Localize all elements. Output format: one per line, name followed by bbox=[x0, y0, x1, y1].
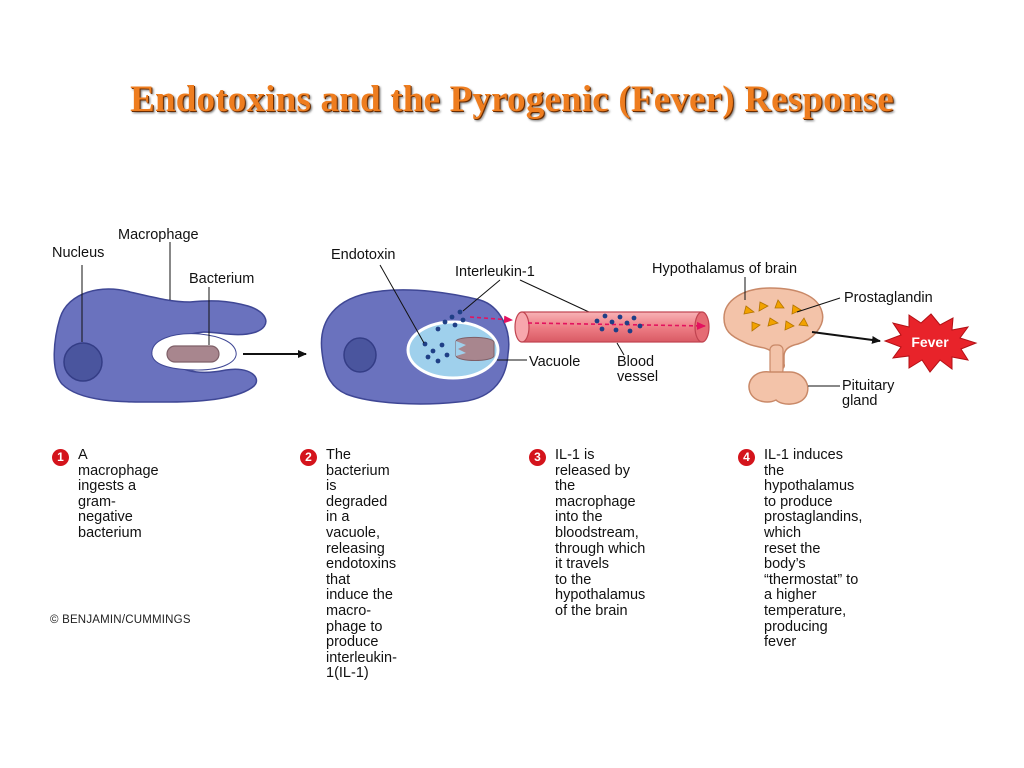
macrophage-cell-2 bbox=[320, 289, 510, 405]
degraded-bacterium bbox=[455, 336, 495, 361]
step-3-number: 3 bbox=[529, 449, 546, 466]
step-1-text: A macrophage ingests a gram-negative bac… bbox=[78, 447, 159, 541]
step-2-number: 2 bbox=[300, 449, 317, 466]
pituitary-label-1: Pituitary bbox=[842, 378, 895, 394]
blood-vessel-label-2: vessel bbox=[617, 369, 658, 385]
vacuole-label: Vacuole bbox=[529, 354, 580, 370]
interleukin-dots-blood bbox=[594, 313, 643, 334]
prostaglandin-label: Prostaglandin bbox=[844, 290, 933, 306]
blood-vessel bbox=[514, 311, 710, 343]
vacuole bbox=[406, 320, 500, 380]
bacterium-1 bbox=[166, 345, 220, 363]
step-1-number: 1 bbox=[52, 449, 69, 466]
step-descriptions: 1 A macrophage ingests a gram-negative b… bbox=[0, 447, 1024, 681]
interleukin-label: Interleukin-1 bbox=[455, 264, 535, 280]
nucleus-1 bbox=[63, 342, 103, 382]
macrophage-label: Macrophage bbox=[118, 227, 199, 243]
prostaglandin-triangles bbox=[743, 299, 809, 332]
release-arrow bbox=[469, 315, 513, 324]
pituitary-gland bbox=[748, 371, 809, 405]
bloodstream-arrow bbox=[527, 321, 706, 330]
bacterium-label: Bacterium bbox=[189, 271, 254, 287]
interleukin-dots-cell bbox=[435, 309, 466, 332]
fever-label: Fever bbox=[911, 334, 949, 350]
step-4-number: 4 bbox=[738, 449, 755, 466]
nucleus-2 bbox=[343, 337, 377, 373]
copyright-notice: © BENJAMIN/CUMMINGS bbox=[50, 614, 191, 626]
step-4-text: IL-1 induces the hypothalamus to produce… bbox=[764, 447, 863, 651]
fever-arrow bbox=[811, 331, 881, 344]
fever-burst: Fever bbox=[883, 313, 978, 373]
page-title: Endotoxins and the Pyrogenic (Fever) Res… bbox=[130, 79, 894, 120]
hypothalamus-label: Hypothalamus of brain bbox=[652, 261, 797, 277]
hypothalamus-pituitary bbox=[723, 287, 824, 405]
endotoxin-dots bbox=[422, 341, 450, 364]
step-2-text: The bacterium is degraded in a vacuole, … bbox=[326, 447, 397, 682]
blood-vessel-label-1: Blood bbox=[617, 354, 654, 370]
nucleus-label: Nucleus bbox=[52, 245, 104, 261]
pituitary-stalk bbox=[769, 344, 784, 376]
endotoxin-label: Endotoxin bbox=[331, 247, 396, 263]
step-3-text: IL-1 is released by the macrophage into … bbox=[555, 447, 646, 619]
macrophage-cell-1 bbox=[53, 288, 267, 403]
pituitary-label-2: gland bbox=[842, 393, 877, 409]
